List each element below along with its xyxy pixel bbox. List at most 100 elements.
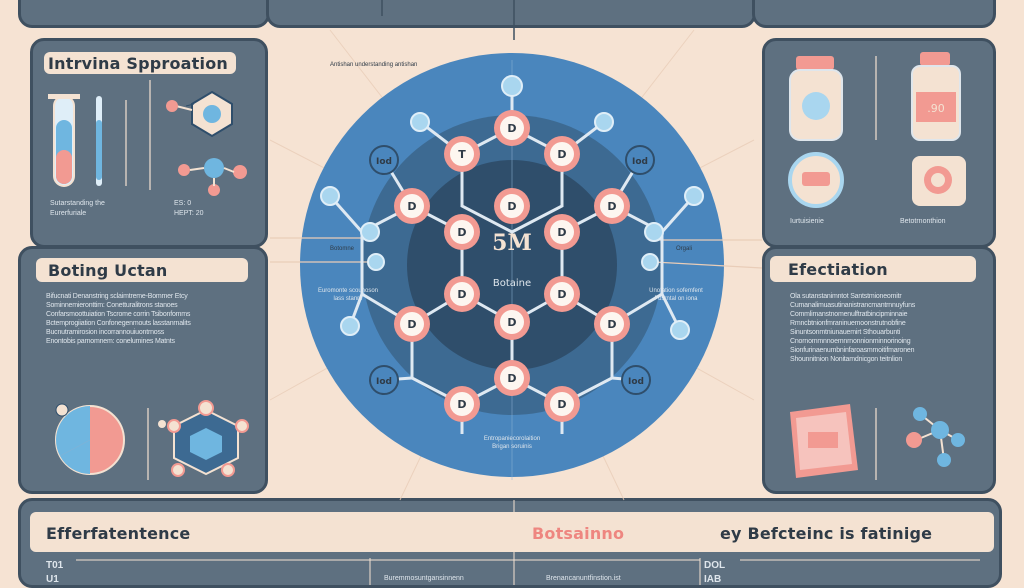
side-label-right: Orgali (676, 246, 692, 252)
left-line-1: Bifucnati Denanstring sclaimtreme-Bommer… (46, 293, 188, 300)
side-node-text: Iod (628, 377, 644, 387)
node-letter: D (557, 148, 566, 161)
jar-icon (789, 56, 843, 141)
node: D (544, 214, 580, 250)
left-line-5: Bucnutramirosion incorrannouiuontrnoss (46, 329, 165, 336)
node: T (444, 136, 480, 172)
network-molecule-icon (906, 407, 965, 467)
node: D (444, 386, 480, 422)
node-letter: D (457, 226, 466, 239)
side-label-left: Botomne (330, 246, 355, 252)
node: D (544, 136, 580, 172)
bottle-icon: .90 (911, 52, 961, 141)
bottom-foot-b: Brenancanuntfinstion.ist (546, 575, 621, 582)
right-line-3: Commlimanstnomenulftratbincipminnaie (790, 311, 908, 318)
right-line-8: Shounnitnion Nonitamdnicgon teitnlion (790, 356, 903, 363)
left-top-caption-b: Eurerfuriale (50, 210, 87, 217)
left-top-caption-a: Sutarstanding the (50, 200, 105, 207)
right-line-7: Sionfurinaenumbninfaroasmmoitifmaronen (790, 347, 915, 354)
node-letter: D (507, 200, 516, 213)
bottom-foot-a: Buremmosuntgansinnenn (384, 575, 464, 582)
top-left-panel (18, 0, 270, 28)
node-letter: D (607, 318, 616, 331)
molecule-small-icon (166, 90, 247, 196)
node: D (544, 276, 580, 312)
bottom-title-left: Efferfatentence (46, 524, 191, 543)
side-node: Iod (369, 365, 399, 395)
left-line-2: Sominnemieronttim: Conetturalitrons stan… (46, 302, 178, 309)
left-top-caption-c: ES: 0 (174, 200, 192, 207)
side-node-text: Iod (376, 157, 392, 167)
left-line-4: Bctemprogiiation Confonegenmouts lasstan… (46, 320, 191, 327)
top-right-panel (752, 0, 996, 28)
side-node: Iod (621, 365, 651, 395)
bag-icon (790, 404, 858, 478)
right-middle-title-bar (770, 256, 976, 282)
callout-line-right (653, 261, 763, 269)
left-line-6: Enontobis parnomnem: conelumines Matnts (46, 338, 175, 345)
pipette-icon (96, 80, 151, 190)
test-tube-icon (48, 94, 80, 187)
node-letter: D (607, 200, 616, 213)
bottom-num-d: IAB (704, 574, 722, 585)
center-sub-label: Botaine (493, 278, 531, 289)
side-node-text: Iod (376, 377, 392, 387)
bottom-title-right: ey Befcteinc is fatinige (720, 524, 933, 543)
center-caption-left-a: Euromonte scounoson (318, 288, 378, 294)
top-note: Antishan understanding antishan (330, 62, 417, 68)
right-middle-title: Efectiation (788, 260, 888, 279)
center-caption-right-a: Unotation sofemfent (649, 288, 703, 294)
node-letter: D (507, 122, 516, 135)
node-letter: D (557, 226, 566, 239)
pie-chart-icon (55, 403, 125, 475)
center-caption-left-b: lass stanre (333, 296, 363, 302)
hexagon-molecule-icon (158, 400, 249, 477)
carbon-nodes: T D D D D D D D D D D D D D D D (394, 110, 630, 422)
right-line-1: Ola sutanstanimntot Santstmioneomitr (790, 293, 902, 300)
side-node: Iod (625, 145, 655, 175)
top-middle-panel (266, 0, 756, 28)
node: D (394, 188, 430, 224)
node: D (594, 306, 630, 342)
bottom-title-bar (30, 512, 994, 552)
node-letter: D (407, 318, 416, 331)
right-top-label-b: Betotrnonthion (900, 218, 946, 225)
left-top-title-bar (44, 52, 236, 74)
node: D (544, 386, 580, 422)
bottom-num-b: U1 (46, 574, 59, 585)
node-letter: D (407, 200, 416, 213)
scale-icon (912, 156, 966, 206)
node: D (494, 110, 530, 146)
node-letter: D (457, 398, 466, 411)
node: D (494, 188, 530, 224)
node-letter: D (507, 372, 516, 385)
node-letter: D (457, 288, 466, 301)
right-line-6: Cnornommnnoemnrnonnionminnorinoing (790, 338, 911, 345)
right-line-5: Sinuntsonmtniunauemirt Sthouarbunti (790, 329, 901, 336)
bottom-num-c: DOL (704, 560, 726, 571)
left-middle-text: Bifucnati Denanstring sclaimtreme-Bommer… (46, 292, 246, 346)
node-letter: D (557, 288, 566, 301)
left-top-caption-d: HEPT: 20 (174, 210, 204, 217)
node: D (444, 276, 480, 312)
left-top-title: Intrvina Spproation (48, 54, 228, 73)
side-nodes: Iod Iod Iod Iod (369, 145, 655, 395)
right-top-label-a: Iurtuisienie (790, 218, 824, 225)
center-caption-right-b: Fusrntal on iona (654, 296, 698, 302)
bottom-title-middle: Botsainno (532, 524, 625, 543)
node: D (494, 304, 530, 340)
node: D (444, 214, 480, 250)
node: D (394, 306, 430, 342)
side-node: Iod (369, 145, 399, 175)
node: D (594, 188, 630, 224)
bottom-num-a: T01 (46, 560, 64, 571)
right-middle-text: Ola sutanstanimntot Santstmioneomitr Cum… (790, 292, 972, 364)
center-bottom-a: Entropaniecorolaition (484, 436, 540, 442)
left-middle-title-bar (36, 258, 248, 282)
left-middle-title: Boting Uctan (48, 261, 168, 280)
node: D (494, 360, 530, 396)
hydrogen-atoms (320, 75, 704, 340)
bottle-value: .90 (927, 102, 945, 115)
right-line-2: Cumanalimuasutinanistrancmantrnnuyfuns (790, 302, 916, 309)
